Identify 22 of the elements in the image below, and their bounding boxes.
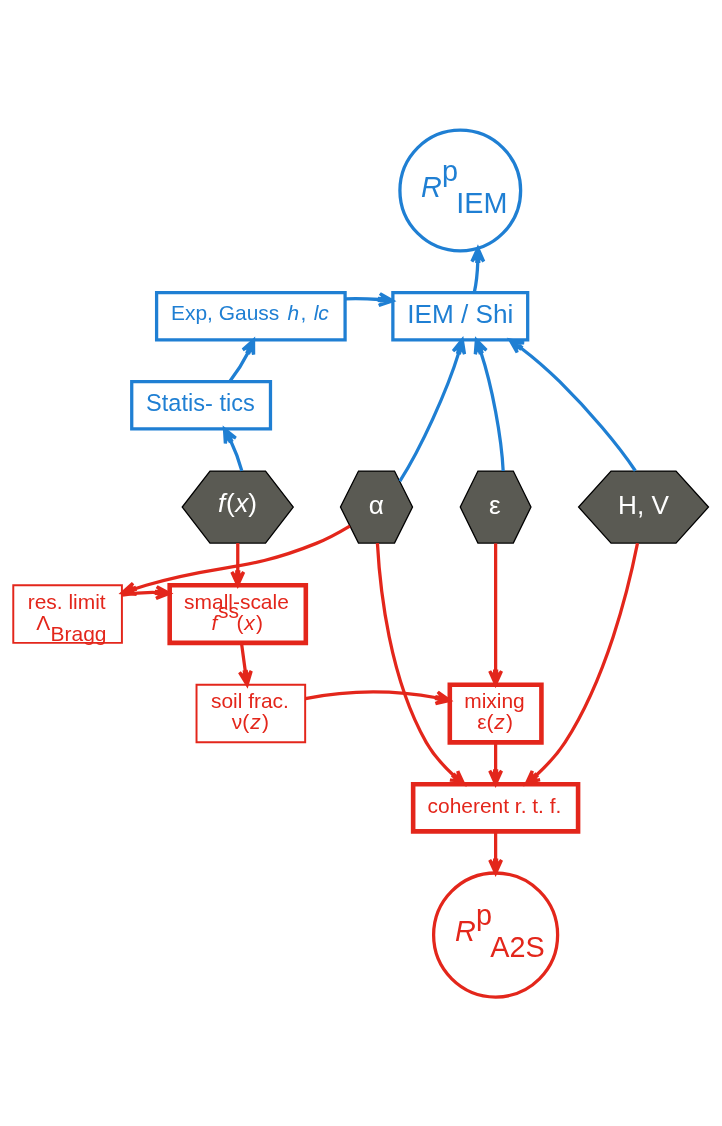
node-box: Exp, Gauss h, lc (154, 290, 347, 341)
arrow (508, 337, 637, 472)
arrow (473, 337, 505, 471)
node-box: IEM / Shi (391, 290, 530, 341)
node-box: Statis- tics (130, 379, 273, 430)
arrow (345, 291, 395, 307)
node-box: soil frac. ν(z) (195, 683, 307, 743)
arrow (488, 830, 504, 875)
arrow (230, 542, 246, 587)
node-box: coherent r. t. f. (410, 781, 581, 834)
arrow (121, 584, 172, 600)
arrow (398, 337, 467, 482)
arrow (375, 542, 466, 786)
arrow (228, 338, 256, 382)
arrow (305, 689, 452, 705)
arrow (488, 741, 504, 786)
arrow (237, 642, 253, 686)
arrow (222, 426, 244, 471)
node-box: mixing ε(z) (447, 681, 544, 745)
arrow (470, 246, 486, 293)
arrow (488, 542, 504, 686)
arrow (524, 542, 640, 786)
